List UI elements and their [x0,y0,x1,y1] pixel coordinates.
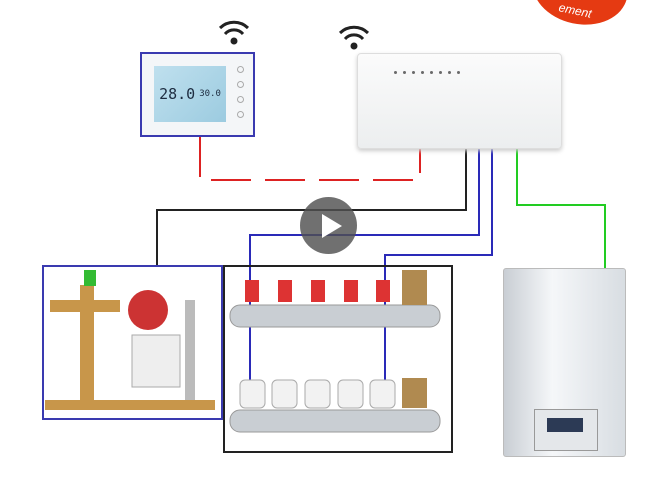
led [457,71,460,74]
led [421,71,424,74]
badge-text: ement [557,0,593,21]
play-button[interactable] [300,197,357,254]
thermostat-button [237,66,244,73]
wire-green [516,147,606,268]
set-temp: 30.0 [199,89,221,99]
pump-box [42,265,223,420]
wifi-icon [218,20,250,45]
manifold [229,270,441,433]
thermostat-button [237,111,244,118]
led [439,71,442,74]
wifi-icon [338,25,370,50]
boiler-panel [534,409,598,451]
thermostat-button [237,81,244,88]
pump-assembly [45,270,215,410]
thermostat: 28.0 30.0 [140,52,255,137]
boiler [503,268,626,457]
wire-red [199,137,421,181]
thermostat-screen: 28.0 30.0 [154,66,226,122]
thermostat-button [237,96,244,103]
manifold-box [223,265,453,453]
boiler-display [547,418,583,432]
wiring-controller [357,53,562,149]
led [448,71,451,74]
led [403,71,406,74]
led [394,71,397,74]
current-temp: 28.0 [159,85,196,103]
led [430,71,433,74]
led [412,71,415,74]
